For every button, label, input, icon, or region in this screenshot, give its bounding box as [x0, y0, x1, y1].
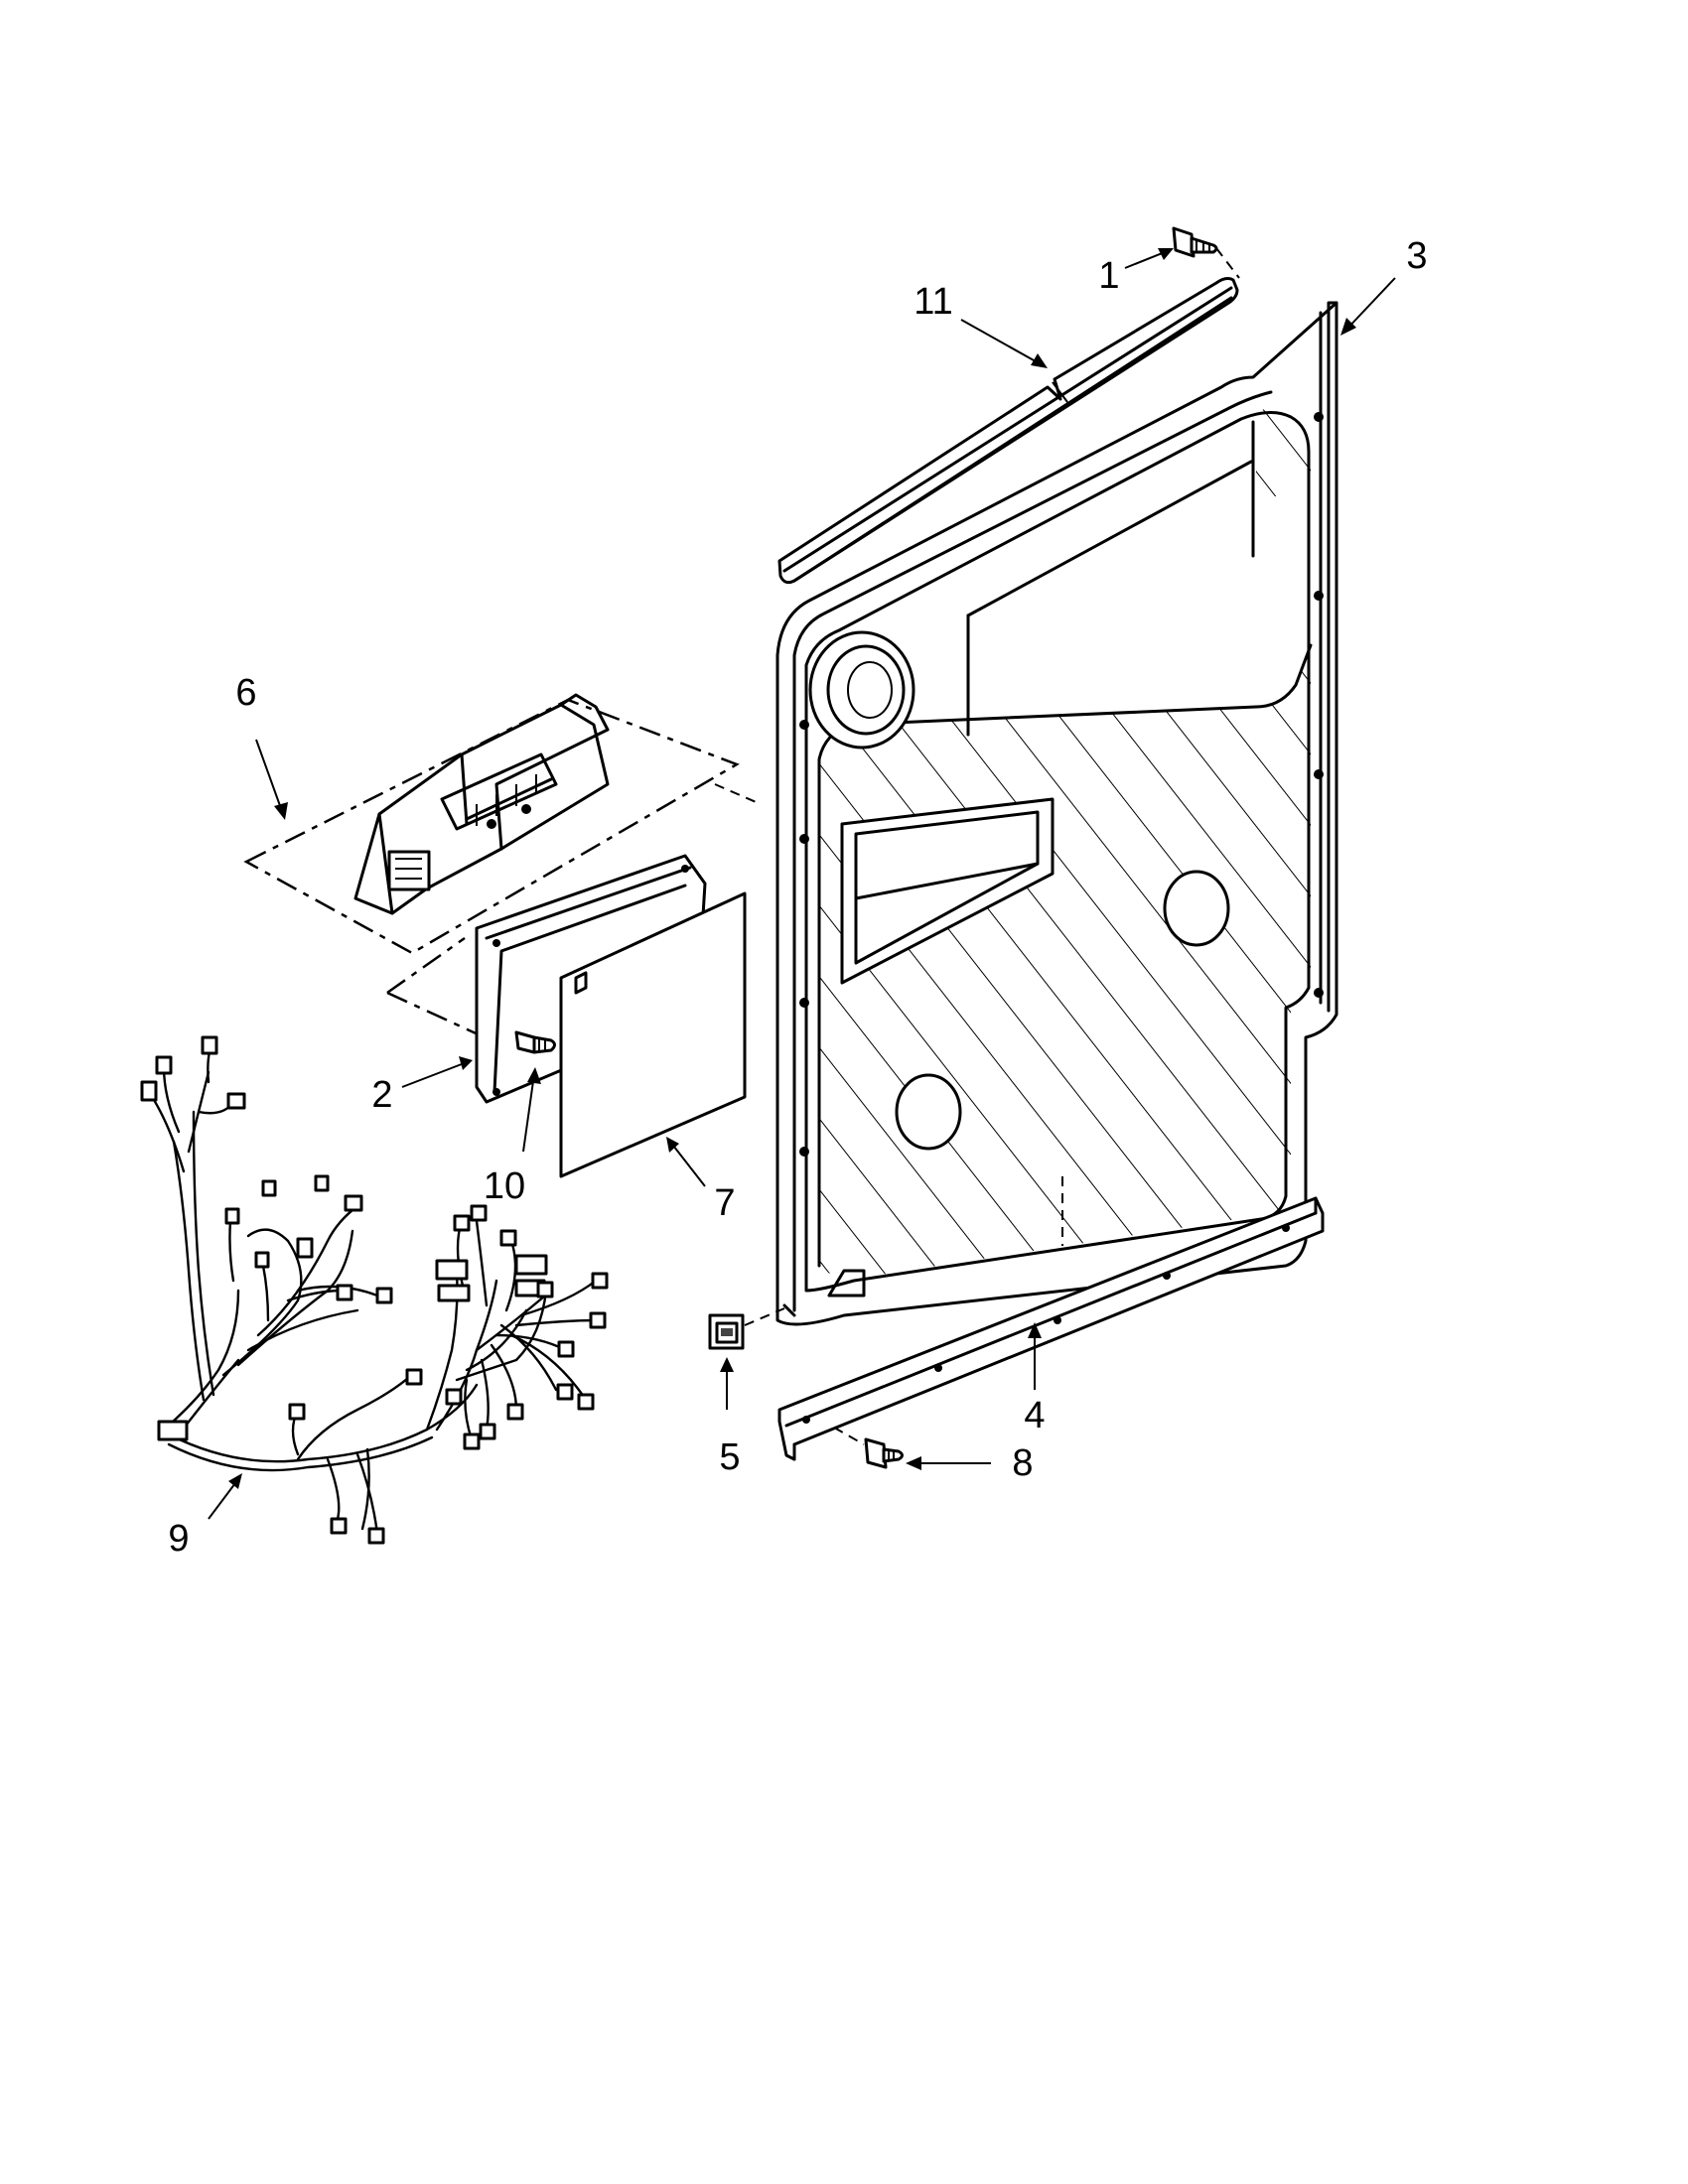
- arrow-4: [1028, 1322, 1042, 1390]
- panel-boss-lower: [895, 1073, 962, 1151]
- callout-10: 10: [484, 1165, 525, 1207]
- top-trim-strip: [777, 277, 1239, 585]
- arrow-2: [401, 1056, 473, 1088]
- screw-8: [833, 1427, 904, 1469]
- callout-8: 8: [1012, 1442, 1033, 1484]
- rinse-aid-cap: [808, 630, 915, 750]
- panel-boss-upper: [1163, 870, 1230, 947]
- wire-harness: [140, 1035, 609, 1545]
- bottom-rail: [777, 1176, 1325, 1461]
- arrow-11: [960, 319, 1048, 368]
- control-board: [559, 891, 747, 1178]
- arrow-10: [522, 1067, 541, 1153]
- dispenser-assembly: [243, 693, 762, 955]
- arrow-5: [720, 1357, 734, 1410]
- inner-door-panel: [775, 301, 1338, 1326]
- callout-9: 9: [168, 1518, 189, 1560]
- clip-5: [708, 1307, 785, 1350]
- callout-labels: 1 2 3 4 5 6 7 8 9 10 11: [168, 235, 1427, 1560]
- callout-5: 5: [719, 1436, 740, 1478]
- dispenser-opening: [840, 797, 1055, 985]
- callout-2: 2: [371, 1074, 392, 1116]
- screw-1: [1172, 226, 1240, 279]
- arrow-8: [906, 1456, 991, 1470]
- arrow-7: [666, 1137, 706, 1187]
- callout-4: 4: [1024, 1395, 1045, 1436]
- callout-11: 11: [914, 281, 952, 323]
- edge-holes: [799, 367, 1324, 1157]
- screw-10: [514, 1030, 556, 1054]
- arrow-9: [208, 1473, 242, 1520]
- callout-6: 6: [235, 672, 256, 714]
- arrow-6: [255, 739, 288, 820]
- arrow-3: [1340, 277, 1396, 336]
- leader-arrows: [208, 248, 1396, 1520]
- callout-3: 3: [1406, 235, 1427, 277]
- callout-7: 7: [714, 1182, 735, 1224]
- arrow-1: [1124, 248, 1174, 269]
- callout-1: 1: [1098, 255, 1119, 297]
